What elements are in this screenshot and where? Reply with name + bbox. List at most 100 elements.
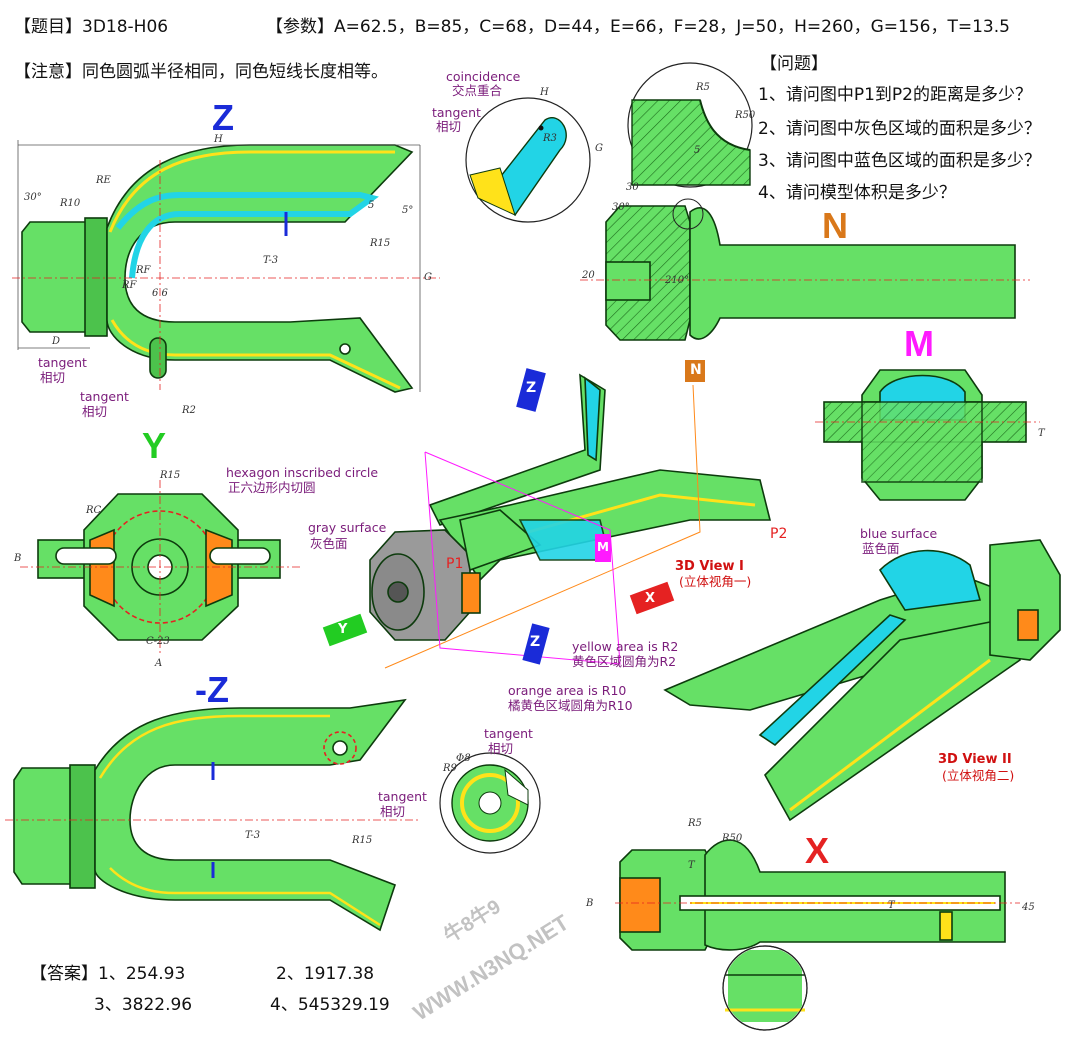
- title-value: 3D18-H06: [82, 17, 169, 37]
- ann-hexagon-cn: 正六边形内切圆: [228, 480, 316, 495]
- n-view-drawing: [580, 198, 1030, 341]
- answer-2: 2、1917.38: [276, 964, 375, 984]
- dim-g-detail: G: [595, 143, 603, 154]
- view2-subtitle: (立体视角二): [942, 768, 1015, 783]
- view-label-x: X: [805, 830, 830, 871]
- marker-n: N: [690, 362, 702, 378]
- ann-tangent-z2-en: tangent: [38, 355, 87, 370]
- x-detail-circle: [722, 945, 808, 1031]
- answer-3: 3、3822.96: [94, 995, 193, 1015]
- note-row: 【注意】同色圆弧半径相同，同色短线长度相等。: [14, 57, 388, 82]
- dim-r9: R9: [443, 763, 457, 774]
- dim-30-n: 30: [626, 182, 639, 193]
- dim-r50-x: R50: [722, 833, 743, 844]
- label-p1: P1: [446, 556, 464, 572]
- dim-g: G: [424, 272, 432, 283]
- question-3: 3、请问图中蓝色区域的面积是多少？: [758, 151, 1041, 171]
- ann-tangent-z1-cn: 相切: [436, 119, 462, 134]
- dim-t-x2: T: [888, 900, 895, 911]
- answer-1: 1、254.93: [98, 964, 186, 984]
- params-row: 【参数】A=62.5，B=85，C=68，D=44，E=66，F=28，J=50…: [266, 12, 1010, 37]
- z-detail-circle: [465, 97, 591, 223]
- question-1: 1、请问图中P1到P2的距离是多少？: [758, 85, 1032, 105]
- view-label-neg-z: -Z: [195, 669, 229, 710]
- view2-title: 3D View II: [938, 752, 1012, 767]
- ann-tangent-negz1-en: tangent: [484, 726, 533, 741]
- answers-row-1: 【答案】1、254.93: [30, 959, 185, 984]
- params-value: A=62.5，B=85，C=68，D=44，E=66，F=28，J=50，H=2…: [334, 17, 1010, 37]
- dim-r50-n: R50: [735, 110, 756, 121]
- dim-b-y: B: [14, 553, 22, 564]
- view-label-m: M: [904, 323, 934, 364]
- dim-re: RE: [96, 175, 111, 186]
- direction-arrows: [322, 360, 705, 665]
- dim-phi8: Φ8: [456, 753, 471, 764]
- question-2: 2、请问图中灰色区域的面积是多少？: [758, 119, 1041, 139]
- ann-tangent-negz2-cn: 相切: [380, 804, 406, 819]
- marker-m: M: [597, 540, 609, 554]
- dim-t-m: T: [1038, 428, 1045, 439]
- ann-tangent-negz1-cn: 相切: [488, 741, 514, 756]
- ann-coincidence-en: coincidence: [446, 69, 521, 84]
- title-label: 【题目】: [14, 17, 82, 37]
- 3d-view-1-drawing: [369, 373, 772, 641]
- note-label: 【注意】: [14, 62, 82, 82]
- ann-yellow-en: yellow area is R2: [572, 639, 679, 654]
- dim-r3: R3: [543, 133, 557, 144]
- dim-30deg: 30°: [24, 192, 42, 203]
- dim-5-n: 5: [694, 145, 701, 156]
- dim-b-x: B: [586, 898, 594, 909]
- view-label-n: N: [822, 205, 848, 246]
- dim-rf1: RF: [136, 265, 151, 276]
- dim-r5-n: R5: [696, 82, 710, 93]
- neg-z-detail-circle: [439, 752, 541, 854]
- dim-d: D: [52, 336, 61, 347]
- z-view-drawing: [21, 144, 414, 393]
- marker-x: X: [645, 591, 656, 606]
- label-p2: P2: [770, 526, 788, 542]
- dim-rf2: RF: [122, 280, 137, 291]
- marker-y: Y: [338, 622, 348, 637]
- ann-hexagon-en: hexagon inscribed circle: [226, 465, 379, 480]
- view-label-z: Z: [212, 97, 234, 138]
- questions-label: 【问题】: [760, 54, 828, 74]
- view1-title: 3D View I: [675, 559, 744, 574]
- dim-t-x1: T: [688, 860, 695, 871]
- ann-tangent-negz2-en: tangent: [378, 789, 427, 804]
- answers-label: 【答案】: [30, 964, 98, 984]
- view1-subtitle: (立体视角一): [679, 574, 752, 589]
- dim-r10: R10: [60, 198, 81, 209]
- dim-r2: R2: [182, 405, 196, 416]
- dim-t3-negz: T-3: [245, 830, 261, 841]
- 3d-view-2-drawing: [663, 539, 1061, 822]
- ann-gray-en: gray surface: [308, 520, 387, 535]
- ann-orange-cn: 橘黄色区域圆角为R10: [508, 698, 633, 713]
- params-label: 【参数】: [266, 17, 334, 37]
- ann-gray-cn: 灰色面: [310, 536, 348, 551]
- title-row: 【题目】3D18-H06: [14, 12, 168, 37]
- dim-a: A: [155, 658, 163, 669]
- ann-blue-cn: 蓝色面: [862, 541, 900, 556]
- dim-20-n: 20: [582, 270, 595, 281]
- dim-h: H: [214, 134, 223, 145]
- answer-4: 4、545329.19: [270, 995, 390, 1015]
- ann-tangent-z1-en: tangent: [432, 105, 481, 120]
- dim-rc-y: RC: [86, 505, 102, 516]
- question-4: 4、请问模型体积是多少？: [758, 183, 956, 203]
- dim-45: 45: [1022, 902, 1035, 913]
- ann-tangent-z3-en: tangent: [80, 389, 129, 404]
- dim-66: 6 6: [152, 288, 168, 299]
- ann-blue-en: blue surface: [860, 526, 938, 541]
- marker-z-bottom: Z: [530, 634, 541, 650]
- dim-5deg: 5°: [402, 205, 414, 216]
- dim-r5-x: R5: [688, 818, 702, 829]
- dim-t3: T-3: [263, 255, 279, 266]
- marker-z-top: Z: [526, 380, 537, 396]
- ann-coincidence-cn: 交点重合: [452, 83, 503, 98]
- note-value: 同色圆弧半径相同，同色短线长度相等。: [82, 62, 388, 82]
- x-view-drawing: [615, 839, 1020, 951]
- dim-210deg: 210°: [665, 275, 690, 286]
- y-view-drawing: [20, 480, 300, 655]
- m-view-drawing: [815, 369, 1040, 501]
